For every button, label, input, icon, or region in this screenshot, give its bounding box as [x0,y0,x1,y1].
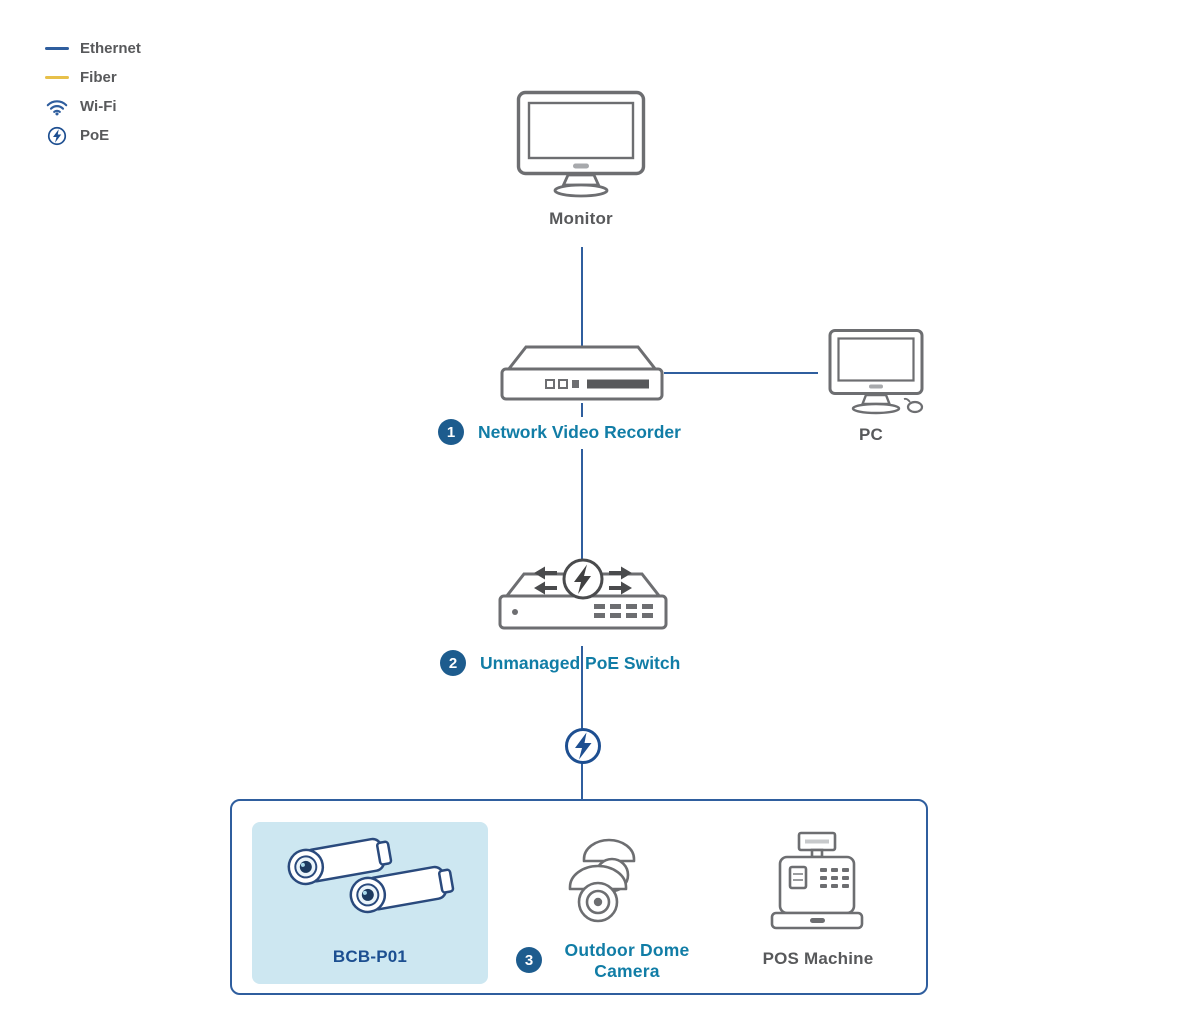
poe-connector-icon [565,728,601,764]
legend: Ethernet Fiber Wi-Fi [44,34,141,150]
connection-nvr-label-stub [581,403,583,417]
legend-label: PoE [80,127,110,144]
legend-item-poe: PoE [44,121,141,150]
pos-machine-icon [770,831,864,930]
dome-camera-label: Outdoor Dome Camera [564,940,690,981]
nvr-label-row: 1 Network Video Recorder [438,419,681,445]
legend-item-ethernet: Ethernet [44,34,141,63]
fiber-line-icon [44,76,70,79]
step-badge-3: 3 [516,947,542,973]
poe-icon [44,126,70,146]
legend-item-wifi: Wi-Fi [44,92,141,121]
monitor-label: Monitor [549,209,613,228]
wifi-icon [44,98,70,116]
connection-nvr-switch [581,449,583,560]
legend-item-fiber: Fiber [44,63,141,92]
switch-label: Unmanaged PoE Switch [480,652,681,673]
connection-nvr-pc [664,372,818,374]
legend-label: Wi-Fi [80,98,117,115]
connection-monitor-nvr [581,247,583,347]
pc-icon [828,329,924,415]
monitor-icon [516,90,646,198]
pos-machine-label: POS Machine [762,949,874,968]
poe-switch-icon [498,558,668,630]
bullet-camera-icon [287,837,455,914]
step-badge-1: 1 [438,419,464,445]
nvr-icon [500,345,664,401]
nvr-label: Network Video Recorder [478,421,681,442]
bullet-camera-label: BCB-P01 [332,947,408,966]
camera-group-box: BCB-P01 3 Outdoor Dome Camera [230,799,928,995]
step-badge-2: 2 [440,650,466,676]
legend-label: Fiber [80,69,117,86]
legend-label: Ethernet [80,40,141,57]
switch-label-row: 2 Unmanaged PoE Switch [440,650,680,676]
ethernet-line-icon [44,47,70,50]
pc-label: PC [858,425,884,444]
dome-camera-icon [568,838,636,923]
connection-switch-cameras [581,646,583,799]
